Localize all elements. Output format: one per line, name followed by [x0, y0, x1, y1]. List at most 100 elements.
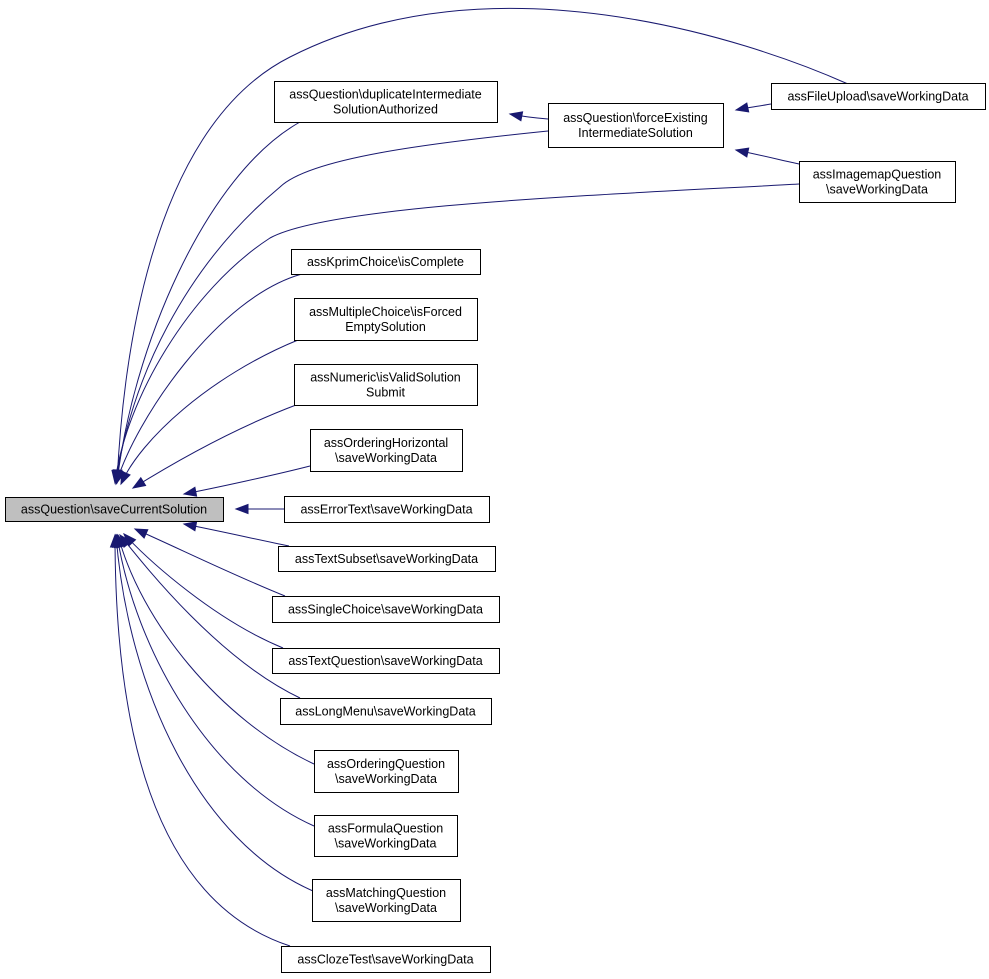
edge-force-to-dup — [508, 111, 549, 122]
node-label: assTextSubset\saveWorkingData — [295, 552, 478, 566]
arrowhead-icon — [109, 533, 121, 548]
node-box — [284, 496, 490, 523]
node-cloze[interactable]: assClozeTest\saveWorkingData — [281, 946, 491, 973]
node-orderq[interactable]: assOrderingQuestion\saveWorkingData — [314, 750, 459, 793]
graph-nodes: assQuestion\saveCurrentSolution assQuesti… — [5, 81, 986, 973]
edge-line — [114, 534, 291, 947]
node-label: assQuestion\saveCurrentSolution — [21, 503, 207, 517]
arrowhead-icon — [734, 147, 750, 158]
node-single[interactable]: assSingleChoice\saveWorkingData — [272, 596, 500, 623]
node-label: assMatchingQuestion — [326, 886, 446, 900]
node-label: assImagemapQuestion — [813, 168, 942, 182]
node-label: assQuestion\duplicateIntermediate — [289, 88, 482, 102]
node-label: assOrderingHorizontal — [324, 436, 448, 450]
node-label: assFileUpload\saveWorkingData — [787, 90, 968, 104]
node-dup[interactable]: assQuestion\duplicateIntermediateSolutio… — [274, 81, 498, 123]
edge-line — [116, 121, 301, 484]
edge-formula-to-root — [113, 533, 315, 827]
node-label: assQuestion\forceExisting — [563, 111, 708, 125]
edge-line — [120, 339, 299, 485]
node-label: \saveWorkingData — [826, 183, 928, 197]
node-longmenu[interactable]: assLongMenu\saveWorkingData — [280, 698, 492, 725]
node-label: assLongMenu\saveWorkingData — [295, 705, 475, 719]
arrowhead-icon — [182, 521, 198, 532]
node-formula[interactable]: assFormulaQuestion\saveWorkingData — [314, 815, 458, 857]
node-kprim[interactable]: assKprimChoice\isComplete — [291, 249, 481, 275]
arrowhead-icon — [120, 470, 131, 486]
node-label: \saveWorkingData — [335, 901, 437, 915]
arrowhead-icon — [508, 111, 524, 122]
node-box — [272, 648, 500, 674]
node-label: assMultipleChoice\isForced — [309, 305, 462, 319]
node-box — [294, 298, 478, 341]
edge-line — [123, 533, 284, 649]
edge-multiple-to-root — [120, 339, 299, 486]
edge-orderh-to-root — [182, 465, 311, 497]
edge-line — [115, 273, 303, 485]
node-box — [281, 946, 491, 973]
node-textsubset[interactable]: assTextSubset\saveWorkingData — [278, 546, 496, 572]
node-label: assOrderingQuestion — [327, 757, 445, 771]
edge-single-to-root — [133, 528, 286, 597]
node-box — [5, 497, 224, 522]
edge-line — [114, 183, 800, 484]
node-box — [294, 364, 478, 406]
edge-fileupload-to-root — [112, 7, 849, 484]
edge-imagemap-to-force — [734, 147, 800, 165]
node-box — [272, 596, 500, 623]
edge-line — [134, 528, 286, 597]
node-label: SolutionAuthorized — [333, 103, 438, 117]
node-root[interactable]: assQuestion\saveCurrentSolution — [5, 497, 224, 522]
edge-cloze-to-root — [109, 533, 291, 947]
edge-textsubset-to-root — [182, 521, 290, 547]
arrowhead-icon — [234, 503, 249, 515]
node-orderh[interactable]: assOrderingHorizontal\saveWorkingData — [310, 429, 463, 472]
node-label: assNumeric\isValidSolution — [310, 371, 461, 385]
edge-line — [183, 465, 311, 495]
arrowhead-icon — [131, 476, 147, 489]
arrowhead-icon — [133, 528, 149, 539]
node-box — [312, 879, 461, 922]
node-box — [274, 81, 498, 123]
node-box — [310, 429, 463, 472]
edge-textq-to-root — [123, 532, 284, 649]
edge-line — [116, 7, 849, 483]
edge-dup-to-root — [113, 121, 301, 485]
node-label: IntermediateSolution — [578, 126, 693, 140]
node-box — [771, 83, 986, 110]
node-label: EmptySolution — [345, 320, 426, 334]
edge-line — [117, 534, 315, 765]
node-box — [278, 546, 496, 572]
node-errortext[interactable]: assErrorText\saveWorkingData — [284, 496, 490, 523]
arrowhead-icon — [182, 486, 198, 497]
node-matching[interactable]: assMatchingQuestion\saveWorkingData — [312, 879, 461, 922]
node-box — [314, 815, 458, 857]
node-label: assSingleChoice\saveWorkingData — [288, 603, 483, 617]
edge-numeric-to-root — [131, 404, 297, 489]
edge-line — [119, 534, 301, 699]
node-box — [280, 698, 492, 725]
node-box — [291, 249, 481, 275]
graph-edges — [109, 7, 849, 947]
edge-fileupload-to-force — [734, 102, 772, 113]
node-box — [314, 750, 459, 793]
node-label: assFormulaQuestion — [328, 822, 443, 836]
node-textq[interactable]: assTextQuestion\saveWorkingData — [272, 648, 500, 674]
edge-line — [132, 404, 297, 489]
node-force[interactable]: assQuestion\forceExistingIntermediateSol… — [548, 103, 724, 148]
node-label: assClozeTest\saveWorkingData — [297, 953, 473, 967]
node-fileupload[interactable]: assFileUpload\saveWorkingData — [771, 83, 986, 110]
node-label: assTextQuestion\saveWorkingData — [288, 654, 482, 668]
arrowhead-icon — [734, 102, 750, 113]
node-label: \saveWorkingData — [335, 451, 437, 465]
node-label: assErrorText\saveWorkingData — [300, 503, 472, 517]
node-label: \saveWorkingData — [335, 837, 437, 851]
node-label: Submit — [366, 386, 405, 400]
node-imagemap[interactable]: assImagemapQuestion\saveWorkingData — [799, 161, 956, 203]
node-box — [548, 103, 724, 148]
edge-line — [183, 523, 290, 547]
edge-errortext-to-root — [234, 503, 285, 515]
